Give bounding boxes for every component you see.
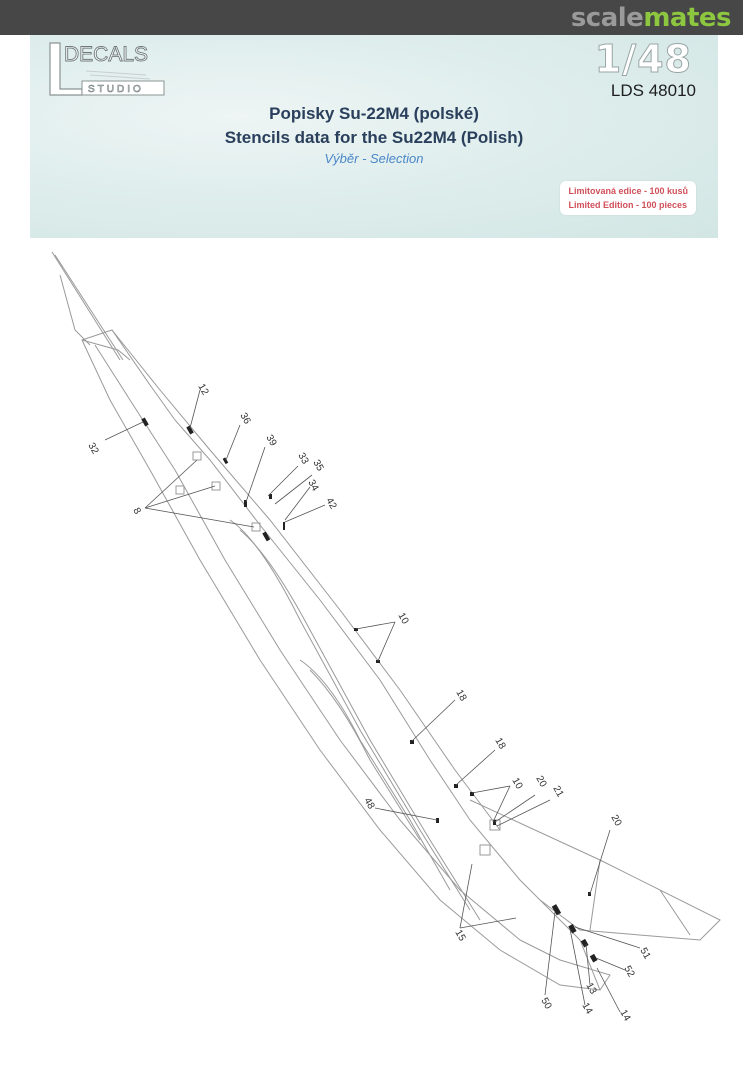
callout-10a: 10: [395, 611, 410, 627]
callout-12: 12: [195, 382, 210, 398]
callout-33: 33: [295, 451, 310, 467]
scale-label: 1/48: [594, 37, 692, 82]
decals-studio-logo: DECALS STUDIO: [49, 42, 165, 96]
callout-15: 15: [452, 928, 467, 944]
callout-20a: 20: [533, 774, 548, 790]
callout-13: 13: [583, 981, 598, 997]
callout-18b: 18: [492, 736, 507, 752]
brand-part2: mates: [643, 3, 731, 33]
callout-35: 35: [310, 458, 325, 474]
callout-20b: 20: [608, 813, 623, 829]
title-english: Stencils data for the Su22M4 (Polish): [224, 128, 524, 147]
callout-8: 8: [130, 506, 143, 517]
callout-51: 51: [637, 946, 652, 962]
limited-english: Limited Edition - 100 pieces: [568, 200, 687, 210]
limited-czech: Limitovaná edice - 100 kusů: [568, 186, 688, 196]
callout-14b: 14: [617, 1008, 632, 1024]
callout-10b: 10: [509, 776, 524, 792]
callout-36: 36: [237, 411, 252, 427]
scalemates-logo: scalemates: [570, 3, 732, 33]
callout-48: 48: [361, 796, 376, 812]
callout-34: 34: [305, 478, 320, 494]
callout-52: 52: [621, 964, 636, 980]
decal-header: DECALS STUDIO 1/48 LDS 48010 Popisky Su-…: [30, 35, 718, 238]
logo-top-text: DECALS: [64, 43, 148, 66]
callout-32: 32: [85, 441, 100, 457]
callout-42: 42: [323, 496, 338, 512]
title-czech: Popisky Su-22M4 (polské): [269, 104, 479, 123]
callout-21: 21: [550, 784, 565, 800]
brand-part1: scale: [570, 3, 644, 33]
limited-edition-badge: Limitovaná edice - 100 kusů Limited Edit…: [560, 181, 696, 215]
product-code: LDS 48010: [610, 81, 696, 100]
callout-18a: 18: [453, 688, 468, 704]
logo-bottom-text: STUDIO: [88, 84, 144, 95]
callout-50: 50: [538, 996, 553, 1012]
watermark-bar: scalemates: [0, 0, 743, 35]
callout-39: 39: [263, 433, 278, 449]
callout-14a: 14: [579, 1001, 594, 1017]
aircraft-stencil-drawing: 12 32 36 39 33 35 34 42 8 10 18 18 10 20…: [51, 251, 721, 1024]
subtitle: Výběr - Selection: [324, 151, 424, 166]
